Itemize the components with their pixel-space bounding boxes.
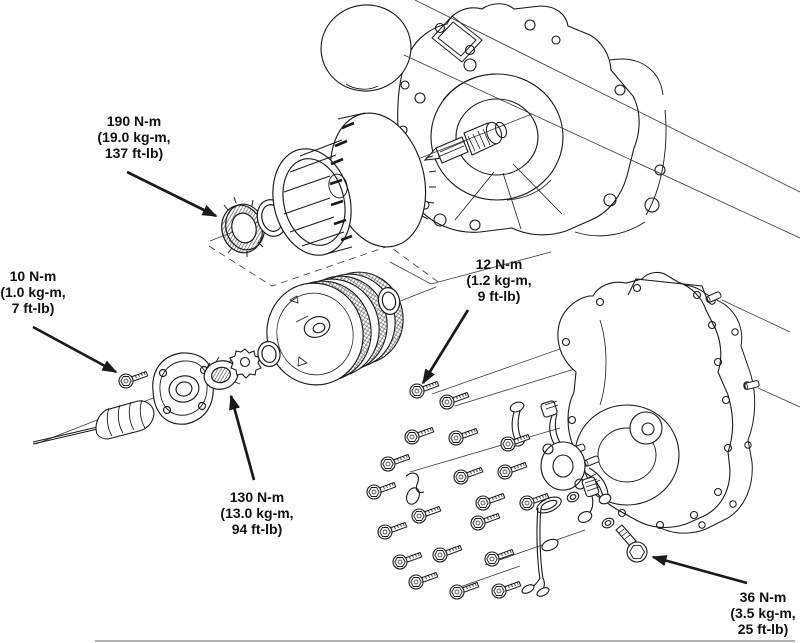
cover-bolt xyxy=(448,427,479,446)
callout-arrows xyxy=(32,170,748,585)
oil-pipe-drawing xyxy=(509,401,615,529)
cover-bolt xyxy=(432,544,463,563)
torque-callout-12nm: 12 N-m (1.2 kg-m, 9 ft-lb) xyxy=(466,256,532,304)
cover-bolt xyxy=(411,505,442,524)
arrow-10nm xyxy=(32,325,118,374)
clutch-basket-drawing xyxy=(272,112,437,256)
cover-bolt xyxy=(484,548,515,567)
spline-nut-drawing xyxy=(203,356,241,390)
cover-bolt xyxy=(392,551,423,570)
cover-bolt xyxy=(491,580,522,599)
arrow-12nm xyxy=(421,309,470,385)
engine-case-drawing xyxy=(397,3,667,237)
cover-bolt xyxy=(500,433,531,452)
cover-bolt xyxy=(449,581,480,600)
lifter-plate-drawing xyxy=(152,352,214,425)
cover-bolt xyxy=(475,492,506,511)
cover-bolt xyxy=(408,571,439,590)
hub-oring-drawing xyxy=(377,287,401,315)
oring-drawing xyxy=(257,340,281,368)
torque-callout-10nm: 10 N-m (1.0 kg-m, 7 ft-lb) xyxy=(0,268,66,316)
cover-bolt xyxy=(377,521,408,540)
cover-bolt xyxy=(366,481,397,500)
cover-bolts-drawing xyxy=(366,380,550,600)
arrow-36nm xyxy=(651,555,748,585)
locknut-drawing xyxy=(221,196,266,257)
arrow-190nm xyxy=(126,170,218,218)
arrow-130nm xyxy=(229,394,256,481)
cover-bolt xyxy=(380,453,411,472)
cover-bolt xyxy=(409,380,440,399)
water-pump-drawing xyxy=(540,400,612,505)
cover-bolt xyxy=(439,391,470,410)
lifter-bolt-drawing xyxy=(118,370,149,389)
drain-bolt-drawing xyxy=(615,524,648,563)
cover-bolt xyxy=(497,461,528,480)
cover-bolt xyxy=(453,466,484,485)
release-lever-drawing xyxy=(405,472,562,597)
lock-washer-drawing xyxy=(229,348,262,379)
torque-callout-36nm: 36 N-m (3.5 kg-m, 25 ft-lb) xyxy=(730,589,796,637)
cylinder-boss-drawing xyxy=(320,4,412,92)
torque-callout-130nm: 130 N-m (13.0 kg-m, 94 ft-lb) xyxy=(220,489,294,537)
cover-bolt xyxy=(404,426,435,445)
cover-bolt xyxy=(470,512,501,531)
clutch-cover-drawing xyxy=(557,271,734,530)
pushrod-drawing xyxy=(32,399,155,445)
torque-callout-190nm: 190 N-m (19.0 kg-m, 137 ft-lb) xyxy=(97,113,171,161)
